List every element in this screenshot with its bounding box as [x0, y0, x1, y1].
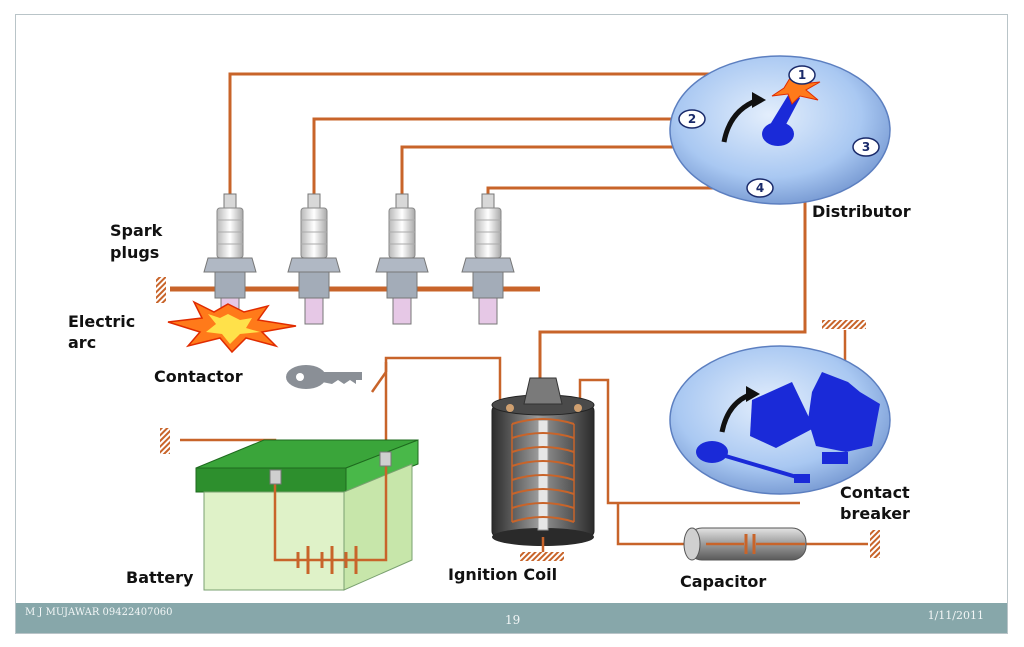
label-spark-plugs-2: plugs [110, 243, 159, 262]
label-electric-arc-2: arc [68, 333, 96, 352]
label-distributor: Distributor [812, 202, 911, 221]
wire-plug2 [312, 117, 680, 196]
breaker-rotation-arrow-head [746, 386, 760, 402]
label-contactor: Contactor [154, 367, 243, 386]
label-electric-arc-1: Electric [68, 312, 135, 331]
ground-symbol-battery [160, 428, 170, 454]
ground-symbol-capacitor [870, 530, 880, 558]
contact-breaker [669, 345, 891, 495]
capacitor [683, 527, 807, 561]
wire-plug1 [228, 72, 795, 196]
rotation-arrow-head [752, 92, 766, 108]
battery [195, 439, 419, 591]
footer-date: 1/11/2011 [927, 609, 984, 622]
ground-symbol-plugs [156, 277, 166, 303]
wire-coil-breaker [578, 378, 800, 505]
breaker-lever [711, 450, 801, 480]
terminal-label-2: 2 [688, 112, 696, 126]
spark-plug-2 [287, 193, 341, 325]
label-battery: Battery [126, 568, 194, 587]
coil-windings [511, 418, 575, 523]
terminal-label-3: 3 [862, 140, 870, 154]
battery-terminal-positive [379, 451, 392, 467]
distributor-terminal-4: 4 [746, 178, 774, 198]
spark-plugs [203, 193, 515, 325]
ground-symbol-breaker [822, 320, 866, 329]
terminal-label-1: 1 [798, 68, 806, 82]
label-ignition-coil: Ignition Coil [448, 565, 557, 584]
distributor-terminal-3: 3 [852, 137, 880, 157]
wire-contactor-coil [384, 356, 502, 455]
distributor-terminal-2: 2 [678, 109, 706, 129]
battery-cells-icon [296, 546, 358, 574]
label-capacitor: Capacitor [680, 572, 766, 591]
breaker-base [822, 452, 848, 464]
wire-plug4 [486, 186, 748, 196]
label-contact-breaker-1: Contact [840, 483, 910, 502]
distributor-spark-icon [771, 77, 821, 105]
distributor-terminal-1: 1 [788, 65, 816, 85]
battery-terminal-negative [269, 469, 282, 485]
breaker-contact-point [794, 474, 810, 483]
breaker-cam [750, 382, 814, 448]
terminal-label-4: 4 [756, 181, 764, 195]
footer-bar [16, 603, 1007, 633]
wire-distributor-coil [538, 195, 807, 388]
ignition-coil [491, 377, 595, 552]
label-spark-plugs-1: Spark [110, 221, 163, 240]
footer-author: M J MUJAWAR 09422407060 [25, 607, 173, 618]
wire-capacitor-in [616, 503, 688, 546]
distributor [669, 55, 891, 205]
spark-plug-3 [375, 193, 429, 325]
ht-wires [228, 72, 852, 388]
ground-symbol-coil [520, 552, 564, 561]
ignition-key-icon [286, 365, 362, 389]
rotor-hub [762, 122, 794, 146]
breaker-arm-block [808, 372, 880, 452]
label-contact-breaker-2: breaker [840, 504, 910, 523]
contactor-switch [370, 371, 388, 393]
footer-page-number: 19 [505, 613, 521, 627]
coil-terminal-left [506, 404, 514, 412]
coil-terminal-right [574, 404, 582, 412]
arc-core [206, 314, 260, 344]
spark-plug-4 [461, 193, 515, 325]
